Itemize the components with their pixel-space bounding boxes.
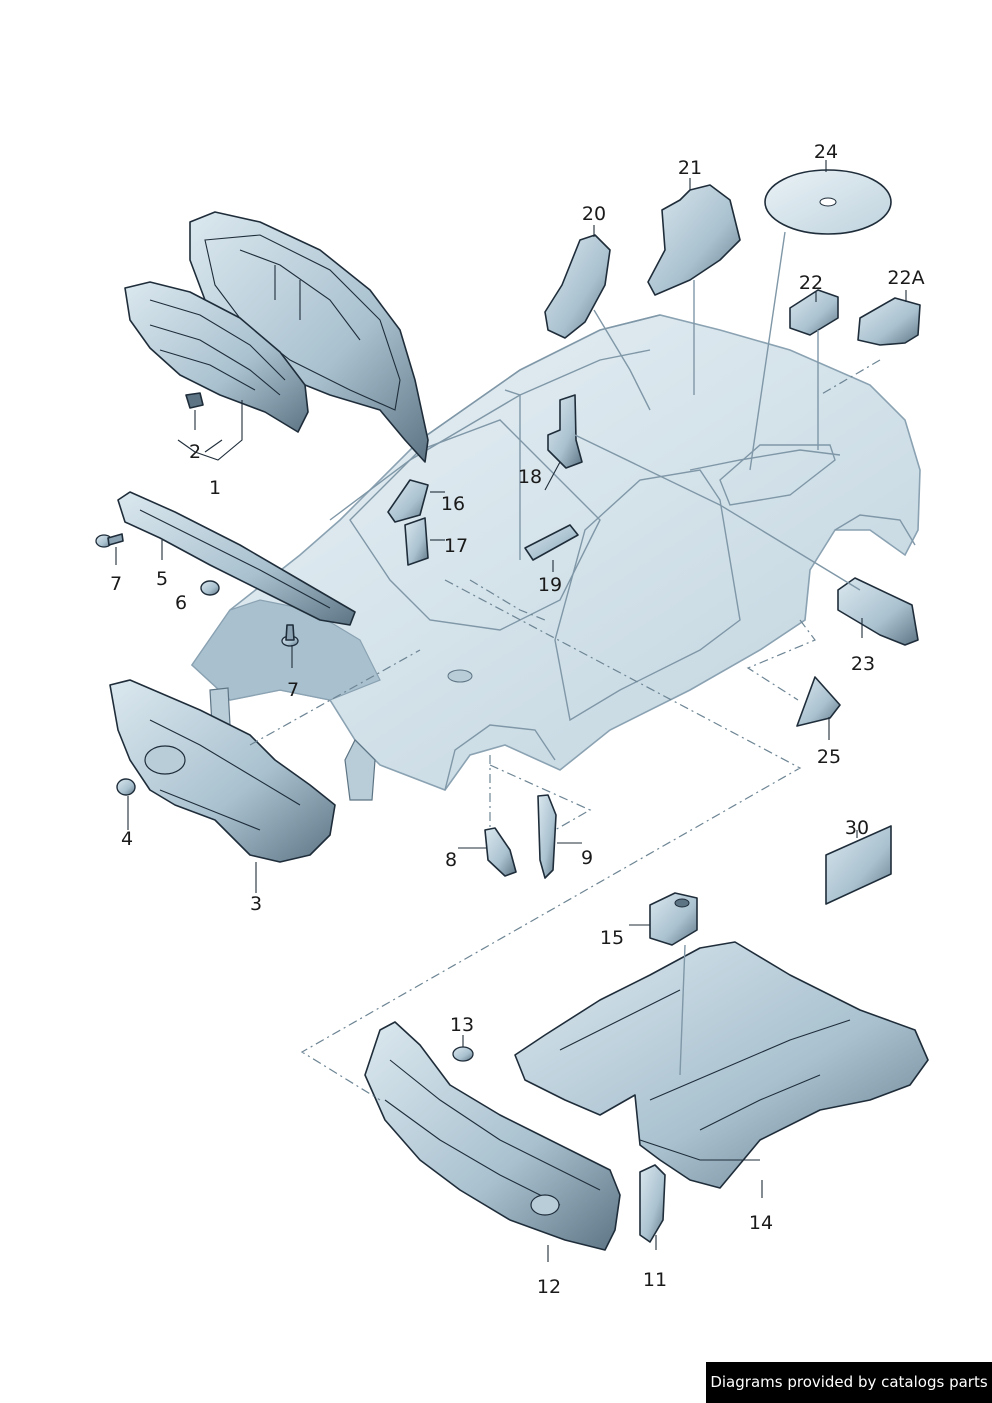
callout-12[interactable]: 12 [537,1276,561,1298]
part-19-insulation-strip[interactable] [524,524,579,561]
callout-21[interactable]: 21 [678,157,702,179]
callout-16[interactable]: 16 [441,493,465,515]
callout-9[interactable]: 9 [581,847,593,869]
part-8-insulation-piece[interactable] [484,827,517,877]
part-23-duct-insulation[interactable] [837,577,919,646]
callout-7b[interactable]: 7 [287,679,299,701]
callout-18[interactable]: 18 [518,466,542,488]
part-25-wedge-insulation[interactable] [796,676,841,727]
credit-banner: Diagrams provided by catalogs parts [706,1362,992,1403]
part-22-foam-block[interactable] [789,289,839,336]
callout-4[interactable]: 4 [121,828,133,850]
part-3-bulkhead-insulation[interactable] [109,679,336,863]
callout-23[interactable]: 23 [851,653,875,675]
part-2-hood-insulation[interactable] [124,281,309,433]
callout-15[interactable]: 15 [600,927,624,949]
callout-2[interactable]: 2 [189,441,201,463]
part-14-floor-insulation[interactable] [514,941,929,1189]
callout-7a[interactable]: 7 [110,573,122,595]
car-body-shell [190,314,921,801]
part-24-disc[interactable] [764,169,892,235]
assembly-lines [249,359,881,1101]
part-4-clip[interactable] [116,778,136,796]
callout-22a[interactable]: 22A [887,267,924,289]
part-7-screw-a[interactable] [95,533,124,548]
callout-5[interactable]: 5 [156,568,168,590]
part-21-insulation-panel[interactable] [647,184,741,296]
leader-lines [115,160,907,1262]
part-18-insulation-piece[interactable] [547,394,583,469]
part-11-insulation-strip[interactable] [639,1164,666,1243]
callout-22[interactable]: 22 [799,272,823,294]
callout-11[interactable]: 11 [643,1269,667,1291]
part-12-bulkhead-insulation[interactable] [364,1021,621,1251]
part-20-insulation-panel[interactable] [544,234,611,339]
part-6-grommet[interactable] [200,580,220,596]
part-7-screw-b[interactable] [281,624,299,647]
part-5-plenum-panel[interactable] [117,491,356,626]
callout-19[interactable]: 19 [538,574,562,596]
part-17-insulation-block[interactable] [404,517,429,566]
part-9-insulation-strip[interactable] [537,794,557,879]
callout-17[interactable]: 17 [444,535,468,557]
part-22a-insulation-piece[interactable] [857,297,921,346]
callout-20[interactable]: 20 [582,203,606,225]
callout-13[interactable]: 13 [450,1014,474,1036]
callout-3[interactable]: 3 [250,893,262,915]
callout-25[interactable]: 25 [817,746,841,768]
part-16-insulation-block[interactable] [387,479,429,523]
part-13-clip[interactable] [452,1046,474,1062]
callout-24[interactable]: 24 [814,141,838,163]
callout-14[interactable]: 14 [749,1212,773,1234]
callout-1[interactable]: 1 [209,477,221,499]
part-15-insulation-block[interactable] [649,892,698,946]
part-30-insulation-sheet[interactable] [825,825,892,905]
callout-6[interactable]: 6 [175,592,187,614]
callout-labels: 1 2 3 4 5 6 7 7 8 9 11 12 13 14 15 16 17… [110,141,925,1298]
callout-8[interactable]: 8 [445,849,457,871]
callout-30[interactable]: 30 [845,817,869,839]
